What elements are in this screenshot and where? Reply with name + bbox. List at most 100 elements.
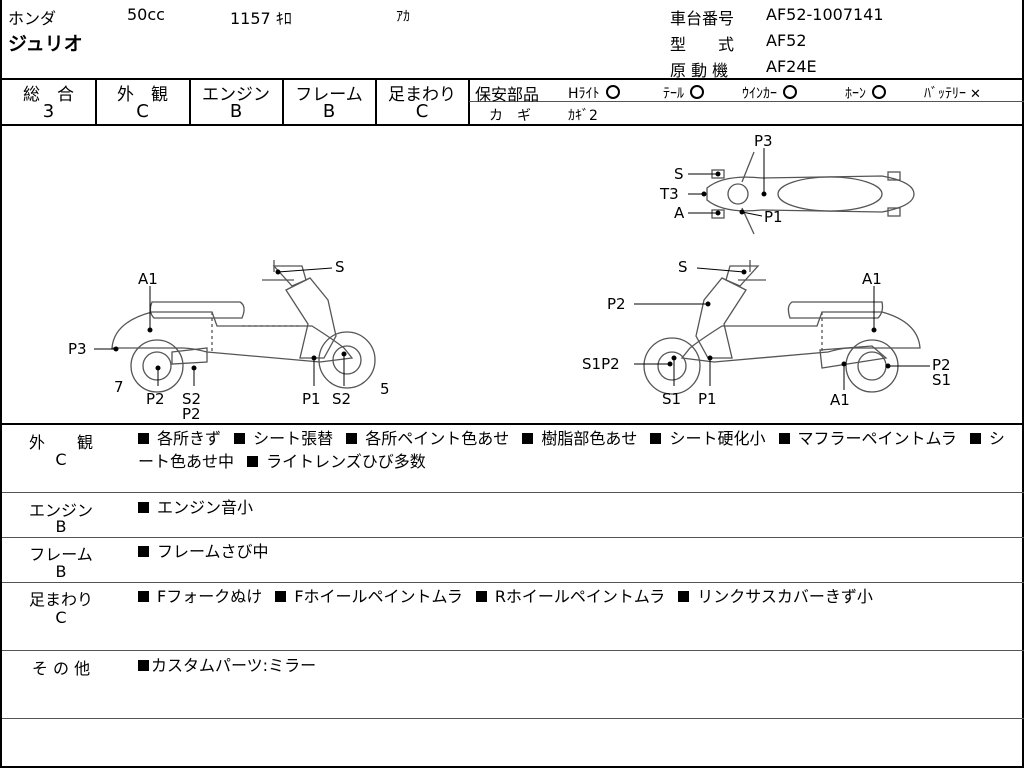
bullet-icon — [138, 660, 149, 671]
diagram-label: S1 — [932, 371, 951, 389]
rear-hub — [142, 351, 172, 381]
note-item: フレームさび中 — [157, 542, 269, 561]
body-outline — [706, 175, 915, 213]
grade-frame-value: B — [322, 101, 336, 122]
safety-item-label: ﾃｰﾙ — [663, 86, 684, 102]
safety-title: 保安部品 — [475, 85, 540, 104]
safety-item-headlight: Hﾗｲﾄ — [568, 83, 620, 103]
divider — [95, 78, 97, 125]
safety-item-horn: ﾎｰﾝ — [845, 83, 886, 103]
bullet-icon — [138, 591, 149, 602]
scooter-top-view — [706, 151, 915, 235]
handlebar — [272, 265, 307, 287]
x-mark-icon: ✕ — [970, 87, 981, 102]
diagram-label: S1 — [662, 390, 681, 408]
diagram-label: S — [678, 258, 688, 276]
safety-item-label: ﾊﾞｯﾃﾘｰ — [924, 86, 966, 102]
diagram-label: P3 — [754, 132, 773, 150]
rear-hub — [857, 351, 887, 381]
note-item: マフラーペイントムラ — [797, 429, 957, 448]
handle-center — [727, 183, 749, 205]
detail-engine-label: エンジン — [28, 501, 93, 520]
safety-item-battery: ﾊﾞｯﾃﾘｰ ✕ — [924, 83, 981, 103]
detail-engine-notes: エンジン音小 — [138, 496, 1008, 519]
note-item: 樹脂部色あせ — [541, 429, 638, 448]
grade-exterior-label: 外 観 — [117, 85, 168, 105]
maker: ホンダ — [8, 9, 57, 28]
frame-no-label: 車台番号 — [670, 9, 735, 28]
detail-engine-grade: B — [55, 517, 67, 536]
detail-exterior-grade: C — [55, 450, 67, 469]
bullet-icon — [522, 433, 534, 444]
divider — [2, 650, 1024, 651]
divider — [2, 423, 1024, 425]
diagram-label: A — [674, 204, 685, 222]
ok-circle-icon — [783, 85, 797, 99]
detail-suspension-notes: Fフォークぬけ Fホイールペイントムラ Rホイールペイントムラ リンクサスカバー… — [138, 585, 1008, 608]
grade-suspension-value: C — [415, 101, 429, 122]
ok-circle-icon — [605, 85, 620, 99]
diagram-label: 7 — [114, 378, 124, 396]
handlebar — [725, 265, 760, 287]
bullet-icon — [650, 433, 662, 444]
mirror-left — [741, 151, 755, 183]
diagram-label: P2 — [932, 356, 951, 374]
safety-item-winker: ｳｲﾝｶｰ — [742, 83, 797, 103]
front-wheel — [643, 337, 701, 395]
bullet-icon — [346, 433, 358, 444]
bullet-icon — [138, 502, 149, 513]
diagram-label: P2 — [607, 295, 626, 313]
frame-no: AF52-1007141 — [766, 5, 884, 24]
divider — [2, 718, 1024, 719]
grade-total-label: 総 合 — [23, 85, 74, 105]
divider — [2, 582, 1024, 583]
front-shield — [695, 277, 747, 359]
muffler — [171, 347, 208, 365]
safety-item-label: ｳｲﾝｶｰ — [742, 86, 777, 102]
key-label: カ ギ — [489, 108, 531, 124]
divider — [2, 492, 1024, 493]
front-wheel — [318, 331, 376, 389]
note-item: Rホイールペイントムラ — [494, 587, 666, 606]
seat — [787, 301, 884, 319]
safety-item-label: ﾎｰﾝ — [845, 86, 866, 102]
model-name: ジュリオ — [8, 33, 83, 55]
grade-suspension-label: 足まわり — [388, 85, 456, 105]
ok-circle-icon — [872, 85, 886, 99]
note-item: カスタムパーツ:ミラー — [151, 656, 317, 675]
diagram-label: P1 — [698, 390, 717, 408]
bullet-icon — [138, 433, 149, 444]
seat — [149, 301, 245, 319]
divider — [2, 537, 1024, 538]
rear-wheel — [130, 339, 184, 393]
divider — [189, 78, 191, 125]
divider — [375, 78, 377, 125]
detail-exterior-notes: 各所きず シート張替 各所ペイント色あせ 樹脂部色あせ シート硬化小 マフラーペ… — [138, 427, 1008, 473]
note-item: 各所ペイント色あせ — [365, 429, 510, 448]
divider — [2, 124, 1024, 126]
panel-line — [211, 312, 302, 352]
grade-exterior-value: C — [136, 101, 149, 122]
front-shield — [285, 277, 337, 359]
divider — [469, 101, 1024, 102]
note-item: エンジン音小 — [157, 498, 254, 517]
key-value: ｶｷﾞ2 — [568, 108, 598, 124]
detail-frame-label: フレーム — [29, 545, 93, 564]
safety-item-label: Hﾗｲﾄ — [568, 86, 600, 102]
bullet-icon — [969, 433, 981, 444]
note-item: ライトレンズひび多数 — [266, 452, 426, 471]
diagram-label: P1 — [302, 390, 321, 408]
safety-item-tail: ﾃｰﾙ — [663, 83, 704, 103]
diagram-label: S — [335, 258, 345, 276]
bullet-icon — [275, 591, 287, 602]
diagram-label: P1 — [764, 208, 783, 226]
tail-winker-right — [887, 207, 901, 217]
diagram-label: A1 — [830, 391, 850, 409]
muffler — [819, 345, 888, 369]
diagram-label: S2 — [332, 390, 351, 408]
front-hub — [657, 351, 687, 381]
diagram-label: 5 — [380, 380, 390, 398]
color: ｱｶ — [396, 9, 410, 25]
winker-right — [711, 209, 725, 219]
